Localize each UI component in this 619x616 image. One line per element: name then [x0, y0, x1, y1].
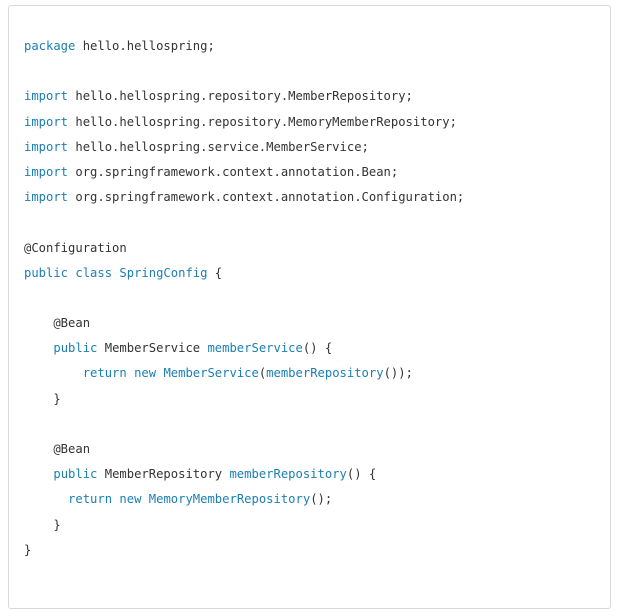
code-text: [141, 492, 148, 506]
code-keyword: return: [68, 492, 113, 507]
code-line: [24, 214, 464, 239]
code-keyword: import: [24, 164, 69, 179]
code-line: public MemberRepository memberRepository…: [24, 466, 464, 491]
code-keyword: public: [53, 341, 98, 356]
code-identifier: memberRepository: [229, 467, 347, 482]
code-text: @Bean: [24, 442, 91, 456]
code-line: [24, 63, 464, 88]
code-text: }: [24, 391, 61, 406]
code-keyword: return: [82, 366, 127, 381]
code-identifier: memberService: [207, 341, 303, 356]
code-line: }: [24, 517, 464, 542]
code-text: MemberRepository: [97, 467, 230, 482]
code-keyword: new: [134, 366, 157, 381]
code-text: hello.hellospring;: [75, 39, 215, 53]
code-keyword: package: [24, 39, 76, 53]
code-text: hello.hellospring.repository.MemoryMembe…: [68, 114, 457, 129]
code-text: org.springframework.context.annotation.B…: [68, 164, 399, 179]
code-line: @Bean: [24, 441, 464, 466]
code-text: ();: [310, 492, 333, 507]
code-identifier: memberRepository: [266, 366, 384, 381]
code-line: return new MemoryMemberRepository();: [24, 491, 464, 516]
code-text: [24, 492, 68, 506]
code-keyword: public: [24, 265, 69, 280]
code-line: }: [24, 391, 464, 416]
code-line: package hello.hellospring;: [24, 38, 464, 63]
code-text: @Bean: [24, 316, 91, 331]
code-line: import hello.hellospring.repository.Memb…: [24, 88, 464, 113]
code-line: public class SpringConfig {: [24, 265, 464, 290]
code-keyword: import: [24, 114, 69, 129]
code-line: @Bean: [24, 315, 464, 340]
code-text: [24, 341, 53, 355]
code-text: org.springframework.context.annotation.C…: [68, 190, 465, 205]
code-keyword: class: [75, 265, 113, 280]
code-line: [24, 416, 464, 441]
code-listing: package hello.hellospring; import hello.…: [24, 38, 464, 567]
code-line: import hello.hellospring.repository.Memo…: [24, 114, 464, 139]
code-line: import org.springframework.context.annot…: [24, 164, 464, 189]
code-identifier: MemoryMemberRepository: [148, 492, 311, 507]
code-keyword: import: [24, 89, 69, 104]
code-text: {: [207, 265, 223, 280]
code-keyword: import: [24, 190, 69, 205]
code-text: }: [24, 542, 32, 557]
code-line: }: [24, 542, 464, 567]
code-line: public MemberService memberService() {: [24, 340, 464, 365]
code-keyword: public: [53, 467, 98, 482]
code-line: import hello.hellospring.service.MemberS…: [24, 139, 464, 164]
code-text: }: [24, 517, 61, 532]
code-text: () {: [302, 341, 333, 356]
code-keyword: new: [119, 492, 142, 507]
code-text: (: [258, 366, 267, 381]
code-line: import org.springframework.context.annot…: [24, 189, 464, 214]
code-text: [127, 366, 134, 380]
code-identifier: SpringConfig: [119, 265, 208, 280]
code-text: [24, 366, 83, 380]
code-line: [24, 290, 464, 315]
code-text: ());: [383, 366, 413, 381]
code-text: hello.hellospring.repository.MemberRepos…: [68, 89, 413, 104]
code-text: @Configuration: [24, 240, 127, 255]
code-line: @Configuration: [24, 240, 464, 265]
code-line: return new MemberService(memberRepositor…: [24, 365, 464, 390]
code-identifier: MemberService: [163, 366, 259, 381]
code-text: [24, 467, 53, 481]
code-text: MemberService: [97, 341, 208, 356]
code-keyword: import: [24, 139, 69, 154]
code-text: hello.hellospring.service.MemberService;: [68, 139, 369, 154]
code-block: package hello.hellospring; import hello.…: [8, 5, 611, 609]
code-text: () {: [346, 467, 377, 482]
